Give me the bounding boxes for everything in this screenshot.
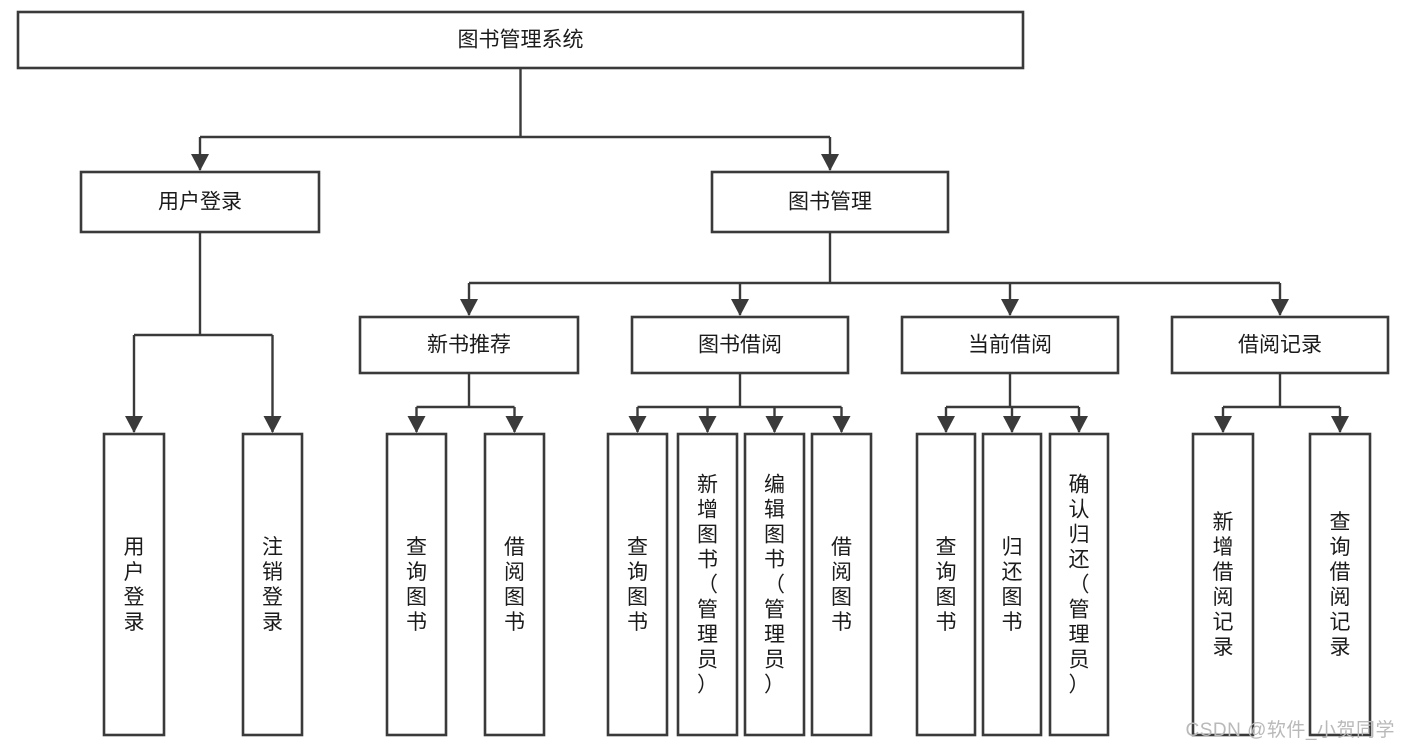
node-box[interactable] [483,432,546,737]
node-leaf-borrow-book-1[interactable]: 借阅图书 [483,432,546,737]
node-label: 新书推荐 [427,334,511,357]
node-leaf-logout[interactable]: 注销登录 [241,432,304,737]
arrow-head [505,416,524,433]
node-leaf-add-book[interactable]: 新增图书（管理员） [676,432,739,737]
node-box[interactable] [358,315,580,375]
node-label: 新增借阅记录 [1213,511,1234,659]
node-leaf-borrow-book-2[interactable]: 借阅图书 [810,432,873,737]
node-leaf-add-record[interactable]: 新增借阅记录 [1191,432,1255,737]
node-box[interactable] [710,170,950,234]
node-box[interactable] [743,432,806,737]
node-box[interactable] [900,315,1120,375]
node-leaf-return-book[interactable]: 归还图书 [981,432,1043,737]
node-box[interactable] [606,432,669,737]
arrow-head [1271,299,1289,316]
node-borrow-record[interactable]: 借阅记录 [1170,315,1390,375]
arrow-head [1003,416,1021,433]
node-label: 归还图书 [1002,536,1023,634]
node-leaf-user-login[interactable]: 用户登录 [102,432,166,737]
node-box[interactable] [385,432,448,737]
arrow-head [191,154,209,171]
node-root-system[interactable]: 图书管理系统 [16,10,1025,70]
node-current-borrow[interactable]: 当前借阅 [900,315,1120,375]
node-box[interactable] [1308,432,1372,737]
node-leaf-query-book-2[interactable]: 查询图书 [606,432,669,737]
arrow-head [125,416,143,433]
node-box[interactable] [810,432,873,737]
node-leaf-confirm-return[interactable]: 确认归还（管理员） [1048,432,1110,737]
node-box[interactable] [915,432,977,737]
node-label: 编辑图书（管理员） [764,474,785,697]
node-box[interactable] [79,170,321,234]
arrow-head [1214,416,1232,433]
arrow-head [628,416,647,433]
node-label: 图书借阅 [698,334,782,357]
node-label: 注销登录 [262,536,283,634]
csdn-watermark: CSDN @软件_小贺同学 [1185,720,1395,741]
node-box[interactable] [1191,432,1255,737]
node-box[interactable] [1048,432,1110,737]
node-leaf-query-book-3[interactable]: 查询图书 [915,432,977,737]
arrow-head [1070,416,1088,433]
node-label: 借阅记录 [1238,334,1322,357]
node-label: 用户登录 [158,191,242,214]
node-box[interactable] [676,432,739,737]
arrow-head [460,299,478,316]
node-box[interactable] [102,432,166,737]
arrow-head [765,416,784,433]
node-user-login[interactable]: 用户登录 [79,170,321,234]
node-box[interactable] [1170,315,1390,375]
node-label: 图书管理 [788,191,872,214]
node-label: 查询图书 [406,536,427,634]
node-box[interactable] [16,10,1025,70]
arrow-head [1331,416,1349,433]
arrow-head [698,416,717,433]
node-label: 用户登录 [124,536,145,634]
node-label: 查询图书 [936,536,957,634]
arrow-head [821,154,839,171]
node-leaf-query-record[interactable]: 查询借阅记录 [1308,432,1372,737]
node-label: 查询借阅记录 [1330,511,1351,659]
node-label: 图书管理系统 [458,29,584,52]
connectors-layer [125,68,1349,433]
node-box[interactable] [241,432,304,737]
node-label: 新增图书（管理员） [697,474,718,697]
arrow-head [263,416,282,433]
node-label: 借阅图书 [504,536,525,634]
arrow-head [1001,299,1019,316]
node-book-borrow[interactable]: 图书借阅 [630,315,850,375]
node-label: 借阅图书 [831,536,852,634]
node-box[interactable] [981,432,1043,737]
node-box[interactable] [630,315,850,375]
arrow-head [407,416,426,433]
node-label: 当前借阅 [968,334,1052,357]
nodes-layer: 图书管理系统用户登录图书管理新书推荐图书借阅当前借阅借阅记录用户登录注销登录查询… [16,10,1390,737]
arrow-head [731,299,749,316]
arrow-head [937,416,955,433]
node-leaf-query-book-1[interactable]: 查询图书 [385,432,448,737]
arrow-head [832,416,851,433]
node-new-book-rec[interactable]: 新书推荐 [358,315,580,375]
node-leaf-edit-book[interactable]: 编辑图书（管理员） [743,432,806,737]
node-label: 查询图书 [627,536,648,634]
node-book-manage[interactable]: 图书管理 [710,170,950,234]
node-label: 确认归还（管理员） [1069,474,1090,697]
